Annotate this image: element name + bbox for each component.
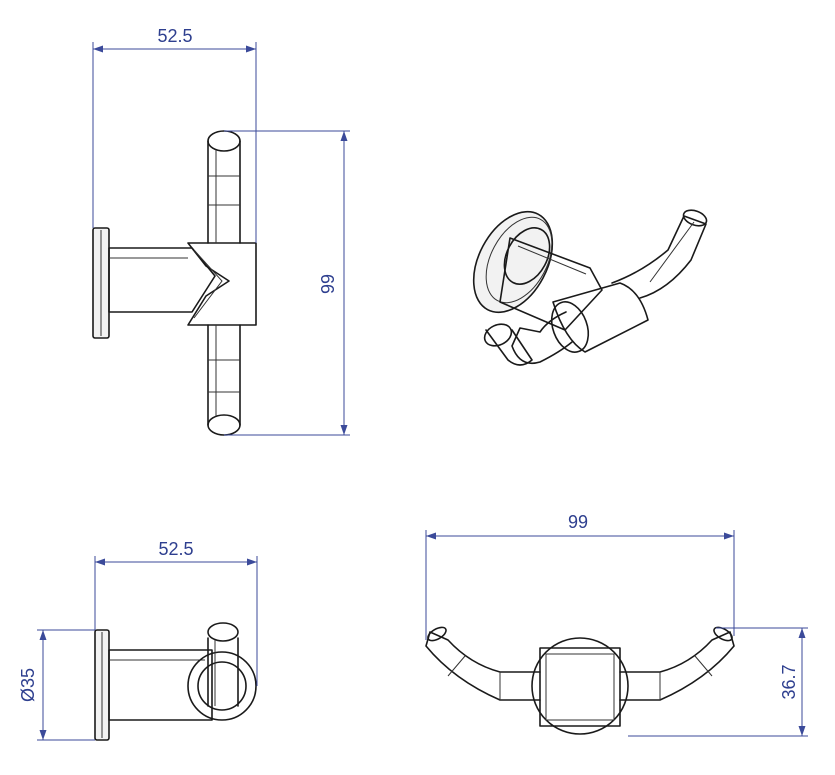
front-view: 52.5 99 (92, 26, 350, 436)
front-body (108, 247, 216, 313)
top-left-arm-tip (427, 626, 447, 642)
front-hub (187, 242, 257, 326)
top-width-dimension: 99 (425, 512, 735, 640)
side-width-label: 52.5 (158, 539, 193, 559)
side-width-dimension: 52.5 (94, 539, 258, 686)
front-lower-arm-tip (207, 414, 241, 436)
side-arm (207, 637, 239, 707)
side-hub-outer (187, 651, 257, 721)
front-upper-arm (207, 140, 241, 244)
front-height-label: 99 (318, 274, 338, 294)
side-view: 52.5 Ø35 (18, 539, 258, 741)
top-body (539, 647, 621, 727)
front-height-dimension: 99 (224, 130, 350, 436)
top-left-arm (425, 631, 541, 701)
iso-hub-end (550, 301, 590, 353)
top-right-arm-tip (713, 626, 733, 642)
front-lower-arm (207, 324, 241, 426)
iso-upper-arm (611, 215, 707, 299)
top-height-dimension: 36.7 (628, 627, 808, 737)
iso-lower-arm (511, 311, 573, 365)
top-width-label: 99 (568, 512, 588, 532)
isometric-view (472, 209, 708, 366)
top-height-label: 36.7 (779, 664, 799, 699)
front-width-label: 52.5 (157, 26, 192, 46)
side-arm-tip (207, 622, 239, 642)
iso-lower-arm-tip (483, 323, 513, 347)
side-diameter-dimension: Ø35 (18, 629, 95, 741)
side-diameter-label: Ø35 (18, 668, 38, 702)
side-hub-inner (197, 661, 247, 711)
top-view: 99 36.7 (425, 512, 808, 737)
top-right-arm (619, 631, 735, 701)
front-width-dimension: 52.5 (92, 26, 257, 243)
iso-body (499, 237, 603, 331)
side-body (108, 649, 213, 721)
iso-hub (552, 282, 649, 353)
iso-wall-plate (472, 210, 554, 314)
front-upper-arm-tip (207, 130, 241, 152)
top-rosette (531, 637, 629, 735)
